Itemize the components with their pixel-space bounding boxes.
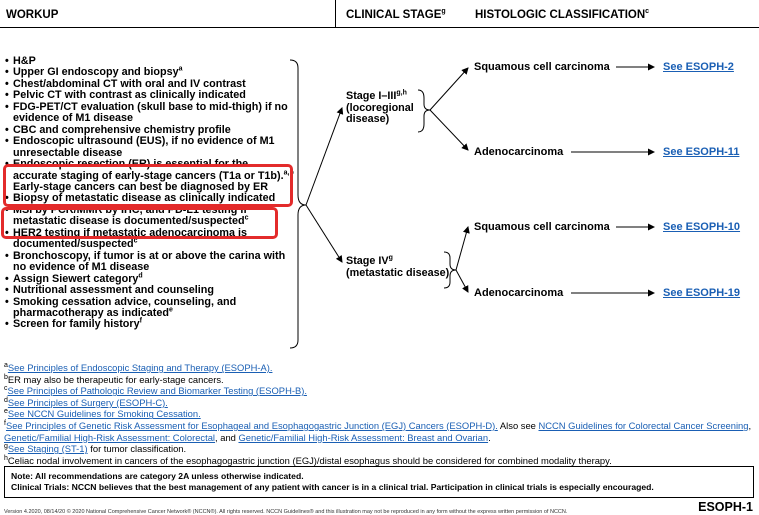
header-divider bbox=[0, 27, 759, 28]
footnote-c: cSee Principles of Pathologic Review and… bbox=[4, 385, 307, 397]
footnote-h: hCeliac nodal involvement in cancers of … bbox=[4, 454, 612, 466]
workup-item: Smoking cessation advice, counseling, an… bbox=[5, 296, 295, 320]
note-line-2: Clinical Trials: NCCN believes that the … bbox=[11, 482, 654, 492]
note-box: Note: All recommendations are category 2… bbox=[4, 466, 754, 498]
arrow-to-stage-iv bbox=[305, 204, 343, 263]
histologic-classification-header: HISTOLOGIC CLASSIFICATIONc bbox=[475, 8, 650, 21]
arrow-to-stage-i-iii bbox=[305, 107, 344, 206]
workup-item: Upper GI endoscopy and biopsya bbox=[5, 66, 295, 80]
footnote-c-link[interactable]: See Principles of Pathologic Review and … bbox=[7, 385, 307, 397]
histology-squamous-metastatic: Squamous cell carcinoma bbox=[474, 221, 610, 233]
histology-adeno-locoregional: Adenocarcinoma bbox=[474, 146, 564, 158]
stage-iv-label: Stage IVg (metastatic disease) bbox=[346, 254, 450, 279]
arrow-stage-i-iii-to-adeno bbox=[429, 109, 469, 151]
workup-header: WORKUP bbox=[6, 9, 59, 21]
workup-item: Bronchoscopy, if tumor is at or above th… bbox=[5, 250, 295, 274]
arrow-stage-iv-to-adeno bbox=[455, 269, 469, 293]
workup-item: Biopsy of metastatic disease as clinical… bbox=[5, 193, 295, 206]
footnote-f: fSee Principles of Genetic Risk Assessme… bbox=[4, 419, 752, 443]
header-vertical-divider bbox=[335, 0, 336, 27]
footnote-a-link[interactable]: See Principles of Endoscopic Staging and… bbox=[7, 362, 273, 373]
footnote-e: eSee NCCN Guidelines for Smoking Cessati… bbox=[4, 408, 201, 420]
link-esoph-10[interactable]: See ESOPH-10 bbox=[663, 221, 741, 233]
footnote-d-link[interactable]: See Principles of Surgery (ESOPH-C). bbox=[7, 396, 168, 408]
footnote-a: aSee Principles of Endoscopic Staging an… bbox=[4, 361, 273, 373]
note-line-1: Note: All recommendations are category 2… bbox=[11, 471, 304, 481]
copyright-footer: Version 4.2020, 08/14/20 © 2020 National… bbox=[4, 509, 568, 515]
histology-squamous-locoregional: Squamous cell carcinoma bbox=[474, 61, 610, 73]
workup-bracket bbox=[289, 59, 307, 349]
stage-i-iii-label: Stage I–IIIg,h (locoregional disease) bbox=[346, 89, 414, 125]
workup-item: HER2 testing if metastatic adenocarcinom… bbox=[5, 227, 295, 251]
arrow-stage-iv-to-squamous bbox=[455, 226, 470, 271]
footnote-g: gSee Staging (ST-1) for tumor classifica… bbox=[4, 443, 187, 455]
workup-item: Pelvic CT with contrast as clinically in… bbox=[5, 90, 295, 103]
footnote-g-link[interactable]: See Staging (ST-1) bbox=[7, 443, 88, 455]
footnote-d: dSee Principles of Surgery (ESOPH-C). bbox=[4, 396, 168, 408]
workup-item: Chest/abdominal CT with oral and IV cont… bbox=[5, 78, 295, 91]
page-id: ESOPH-1 bbox=[698, 500, 753, 514]
link-esoph-2[interactable]: See ESOPH-2 bbox=[663, 61, 734, 73]
footnote-f-link-colorectal[interactable]: Genetic/Familial High-Risk Assessment: C… bbox=[4, 431, 216, 443]
highlight-box-msi-testing bbox=[1, 207, 278, 239]
stage-i-iii-bracket bbox=[417, 89, 431, 133]
workup-item: FDG-PET/CT evaluation (skull base to mid… bbox=[5, 101, 295, 125]
workup-item: H&P bbox=[5, 55, 295, 68]
footnote-e-link[interactable]: See NCCN Guidelines for Smoking Cessatio… bbox=[7, 408, 201, 420]
footnote-f-link-genetic[interactable]: See Principles of Genetic Risk Assessmen… bbox=[5, 419, 498, 431]
histology-adeno-metastatic: Adenocarcinoma bbox=[474, 287, 564, 299]
footnote-f-link-breast-ovarian[interactable]: Genetic/Familial High-Risk Assessment: B… bbox=[238, 431, 489, 443]
link-esoph-11[interactable]: See ESOPH-11 bbox=[663, 146, 740, 158]
arrow-stage-i-iii-to-squamous bbox=[429, 67, 469, 111]
workup-item: Nutritional assessment and counseling bbox=[5, 284, 295, 297]
highlight-box-endoscopic-resection bbox=[3, 164, 293, 207]
workup-item: Endoscopic ultrasound (EUS), if no evide… bbox=[5, 135, 295, 159]
workup-item: Screen for family historyf bbox=[5, 318, 295, 332]
workup-item: Assign Siewert categoryd bbox=[5, 272, 295, 286]
link-esoph-19[interactable]: See ESOPH-19 bbox=[663, 287, 741, 299]
flow-connectors bbox=[289, 59, 655, 349]
footnote-f-link-colorectal-screening[interactable]: NCCN Guidelines for Colorectal Cancer Sc… bbox=[538, 419, 749, 431]
footnote-b: bER may also be therapeutic for early-st… bbox=[4, 373, 224, 385]
clinical-stage-header: CLINICAL STAGEg bbox=[346, 8, 446, 21]
workup-item: CBC and comprehensive chemistry profile bbox=[5, 124, 295, 137]
footnotes: aSee Principles of Endoscopic Staging an… bbox=[4, 362, 754, 466]
